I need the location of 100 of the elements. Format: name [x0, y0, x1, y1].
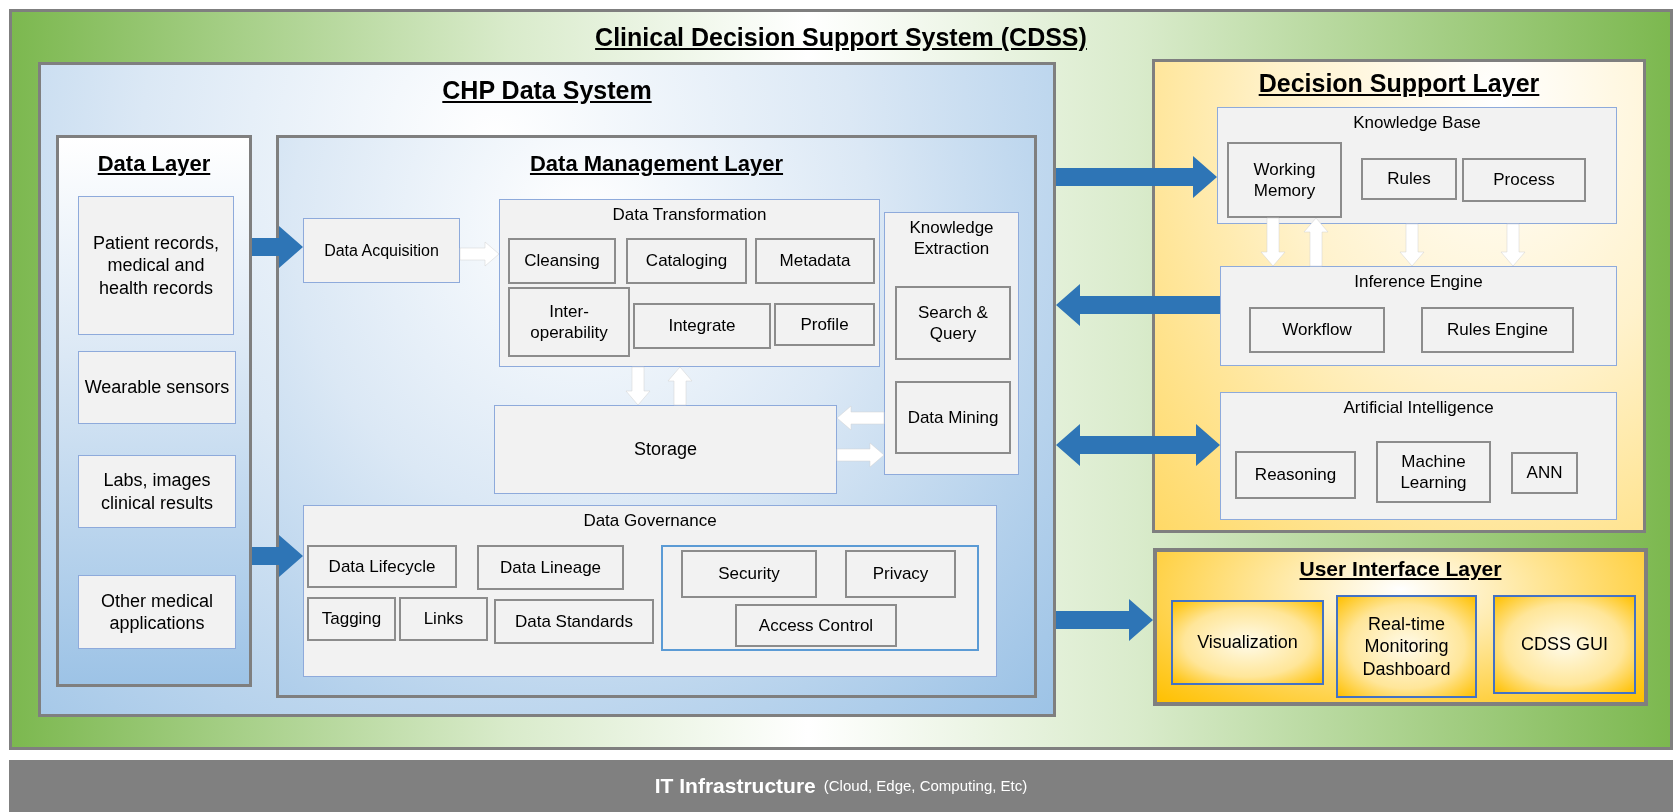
component-box [307, 597, 396, 641]
component-box [1511, 452, 1578, 494]
block-arrow [1399, 223, 1425, 267]
box-label: Process [1492, 169, 1556, 191]
box-label: Real-time Monitoring Dashboard [1361, 612, 1452, 681]
block-arrow [1056, 156, 1217, 198]
box-label: Visualization [1196, 631, 1299, 654]
component-box [626, 238, 747, 284]
box-label: Reasoning [1253, 464, 1338, 486]
component-box [1235, 451, 1356, 499]
infrastructure-band [9, 760, 1673, 812]
component-box [1493, 595, 1636, 694]
component-box [845, 550, 956, 598]
panel-title: CHP Data System [442, 75, 652, 106]
component-box [755, 238, 875, 284]
layer-panel [56, 135, 252, 687]
component-box [78, 196, 234, 335]
component-box [1249, 307, 1385, 353]
component-box [508, 287, 630, 357]
box-label: Data Acquisition [323, 240, 440, 261]
component-box [399, 597, 488, 641]
component-box [494, 405, 837, 494]
panel-title: Clinical Decision Support System (CDSS) [595, 22, 1087, 53]
block-arrow [252, 226, 303, 268]
box-label: Rules [1386, 168, 1432, 190]
panel-title: Inference Engine [1353, 271, 1484, 293]
band-note: (Cloud, Edge, Computing, Etc) [823, 775, 1028, 796]
block-arrow [1260, 217, 1286, 267]
box-label: Machine Learning [1399, 450, 1468, 494]
component-box [895, 286, 1011, 360]
block-arrow [1500, 223, 1526, 267]
component-box [1462, 158, 1586, 202]
component-box [895, 381, 1011, 454]
box-label: Wearable sensors [83, 376, 231, 399]
panel-title: Artificial Intelligence [1342, 397, 1495, 419]
box-label: Labs, images clinical results [99, 469, 214, 514]
block-arrow [836, 405, 885, 431]
box-label: Links [422, 608, 465, 630]
panel-title: Data Transformation [611, 204, 768, 226]
layer-panel [1153, 548, 1648, 706]
component-box [78, 575, 236, 649]
module-box [1220, 266, 1617, 366]
block-arrow [1056, 424, 1220, 466]
box-label: ANN [1525, 462, 1564, 484]
box-label: Working Memory [1252, 158, 1317, 202]
block-arrow [667, 366, 693, 406]
block-arrow [1056, 599, 1153, 641]
box-label: Rules Engine [1445, 319, 1550, 341]
block-arrow [625, 366, 651, 406]
box-label: Access Control [757, 614, 875, 637]
box-label: Data Standards [513, 610, 635, 633]
box-label: Profile [799, 313, 850, 336]
module-box [1220, 392, 1617, 520]
box-label: CDSS GUI [1520, 633, 1609, 656]
layer-panel [1152, 59, 1646, 533]
component-box [78, 351, 236, 424]
block-arrow [1056, 284, 1220, 326]
box-label: Privacy [871, 563, 930, 585]
group-box [661, 545, 979, 651]
component-box [508, 238, 616, 284]
box-label: Data Lineage [498, 556, 603, 579]
block-arrow [252, 535, 303, 577]
box-label: Cleansing [523, 250, 601, 272]
box-label: Metadata [778, 250, 852, 272]
layer-panel [276, 135, 1037, 698]
box-label: Other medical applications [99, 589, 214, 635]
component-box [735, 604, 897, 647]
component-box [303, 218, 460, 283]
box-label: Storage [632, 438, 698, 461]
box-label: Tagging [320, 608, 383, 630]
panel-title: Data Layer [97, 150, 211, 178]
system-panel [38, 62, 1056, 717]
component-box [494, 599, 654, 644]
component-box [1361, 158, 1457, 200]
module-box [884, 212, 1019, 475]
module-box [499, 199, 880, 367]
box-label: Inter- operability [529, 300, 609, 344]
block-arrow [1303, 217, 1329, 267]
panel-title: Knowledge Base [1352, 112, 1482, 134]
component-box [1227, 142, 1342, 218]
box-label: Integrate [667, 315, 737, 337]
component-box [307, 545, 457, 588]
panel-title: User Interface Layer [1299, 556, 1502, 582]
band-title: IT Infrastructure [654, 773, 816, 800]
component-box [1421, 307, 1574, 353]
box-label: Cataloging [644, 250, 729, 272]
component-box [78, 455, 236, 528]
component-box [1171, 600, 1324, 685]
module-box [1217, 107, 1617, 224]
block-arrow [459, 241, 500, 267]
box-label: Workflow [1281, 319, 1353, 341]
box-label: Search & Query [917, 301, 989, 345]
module-box [303, 505, 997, 677]
system-panel [9, 9, 1673, 750]
panel-title: Decision Support Layer [1258, 68, 1540, 99]
panel-title: Data Governance [582, 510, 718, 532]
box-label: Patient records, medical and health records [91, 231, 221, 300]
block-arrow [836, 442, 885, 468]
box-label: Data Lifecycle [327, 555, 437, 578]
box-label: Security [717, 563, 781, 585]
